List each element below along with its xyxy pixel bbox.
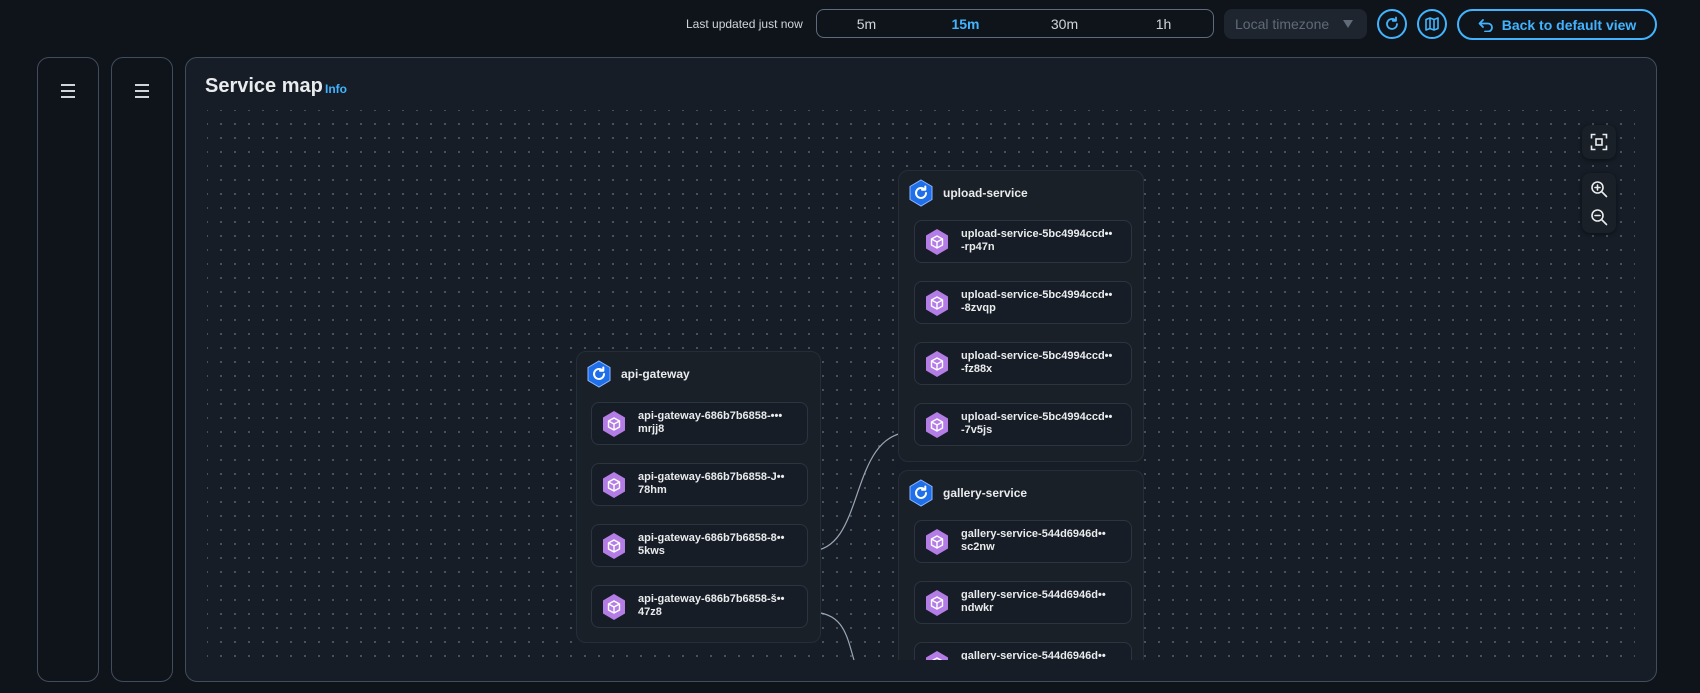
pod-node[interactable]: upload-service-5bc4994ccd•• -7v5js [914,403,1132,446]
pod-node[interactable]: gallery-service-544d6946d•• [914,642,1132,660]
pod-name: api-gateway-686b7b6858-J•• 78hm [638,471,785,496]
service-header: api-gateway [585,360,690,388]
cube-hexagon-icon [926,590,948,616]
service-group-upload-service[interactable]: upload-service upload-service-5bc4994ccd… [898,170,1144,462]
refresh-hexagon-icon [909,479,933,507]
last-updated-text: Last updated just now [686,17,803,31]
cube-hexagon-icon [603,533,625,559]
back-button-label: Back to default view [1501,16,1637,33]
pod-node[interactable]: api-gateway-686b7b6858-J•• 78hm [591,463,808,506]
info-link[interactable]: Info [325,82,347,96]
range-5m-button[interactable]: 5m [856,15,877,32]
edge-api-gateway-to-upload-service [809,431,913,552]
pod-node[interactable]: gallery-service-544d6946d•• sc2nw [914,520,1132,563]
refresh-hexagon-icon [909,179,933,207]
pod-name: gallery-service-544d6946d•• ndwkr [961,589,1106,614]
pod-name: upload-service-5bc4994ccd•• -rp47n [961,228,1113,253]
pod-name: gallery-service-544d6946d•• sc2nw [961,528,1106,553]
pod-name: upload-service-5bc4994ccd•• -8zvqp [961,289,1113,314]
cube-hexagon-icon [926,290,948,316]
fit-view-icon[interactable] [1590,133,1608,151]
page-title: Service map [205,75,323,97]
cube-hexagon-icon [926,529,948,555]
zoom-in-icon[interactable] [1590,180,1608,198]
service-name: upload-service [943,186,1028,200]
pod-node[interactable]: gallery-service-544d6946d•• ndwkr [914,581,1132,624]
cube-hexagon-icon [603,594,625,620]
service-header: upload-service [907,179,1028,207]
pod-node[interactable]: upload-service-5bc4994ccd•• -8zvqp [914,281,1132,324]
service-map-canvas[interactable]: api-gateway api-gateway-686b7b6858-••• m… [207,110,1635,660]
pod-name: api-gateway-686b7b6858-8•• 5kws [638,532,785,557]
pod-node[interactable]: api-gateway-686b7b6858-8•• 5kws [591,524,808,567]
cube-hexagon-icon [603,472,625,498]
pod-name: gallery-service-544d6946d•• [961,650,1106,660]
cube-hexagon-icon [926,351,948,377]
undo-arrow-icon [1478,18,1493,32]
pod-name: api-gateway-686b7b6858-••• mrjj8 [638,410,783,435]
service-group-api-gateway[interactable]: api-gateway api-gateway-686b7b6858-••• m… [576,351,821,643]
cube-hexagon-icon [603,411,625,437]
pod-node[interactable]: upload-service-5bc4994ccd•• -rp47n [914,220,1132,263]
caret-down-icon [1343,20,1353,28]
service-header: gallery-service [907,479,1027,507]
timezone-select[interactable]: Local timezone [1224,9,1367,39]
pod-node[interactable]: upload-service-5bc4994ccd•• -fz88x [914,342,1132,385]
service-name: gallery-service [943,486,1028,500]
back-to-default-view-button[interactable]: Back to default view [1457,9,1657,40]
fit-view-control [1582,125,1616,159]
pod-name: upload-service-5bc4994ccd•• -7v5js [961,411,1113,436]
menu-icon[interactable] [61,84,75,102]
menu-icon[interactable] [135,84,149,102]
service-group-gallery-service[interactable]: gallery-service gallery-service-544d6946… [898,470,1144,660]
service-name: api-gateway [621,367,690,381]
refresh-button[interactable] [1377,9,1407,39]
cube-hexagon-icon [926,651,948,660]
map-icon [1425,17,1439,31]
range-30m-button[interactable]: 30m [1050,15,1079,32]
time-range-selector: 5m 15m 30m 1h [816,9,1214,38]
pod-node[interactable]: api-gateway-686b7b6858-š•• 47z8 [591,585,808,628]
zoom-controls [1582,173,1616,233]
range-15m-button[interactable]: 15m [951,15,980,32]
range-1h-button[interactable]: 1h [1155,15,1172,32]
pod-node[interactable]: api-gateway-686b7b6858-••• mrjj8 [591,402,808,445]
refresh-hexagon-icon [587,360,611,388]
pod-name: upload-service-5bc4994ccd•• -fz88x [961,350,1113,375]
map-view-button[interactable] [1417,9,1447,39]
left-nav-rail [37,57,99,682]
secondary-nav-rail [111,57,173,682]
pod-name: api-gateway-686b7b6858-š•• 47z8 [638,593,785,618]
cube-hexagon-icon [926,412,948,438]
zoom-out-icon[interactable] [1590,208,1608,226]
timezone-placeholder: Local timezone [1235,16,1330,32]
cube-hexagon-icon [926,229,948,255]
refresh-icon [1386,16,1398,30]
